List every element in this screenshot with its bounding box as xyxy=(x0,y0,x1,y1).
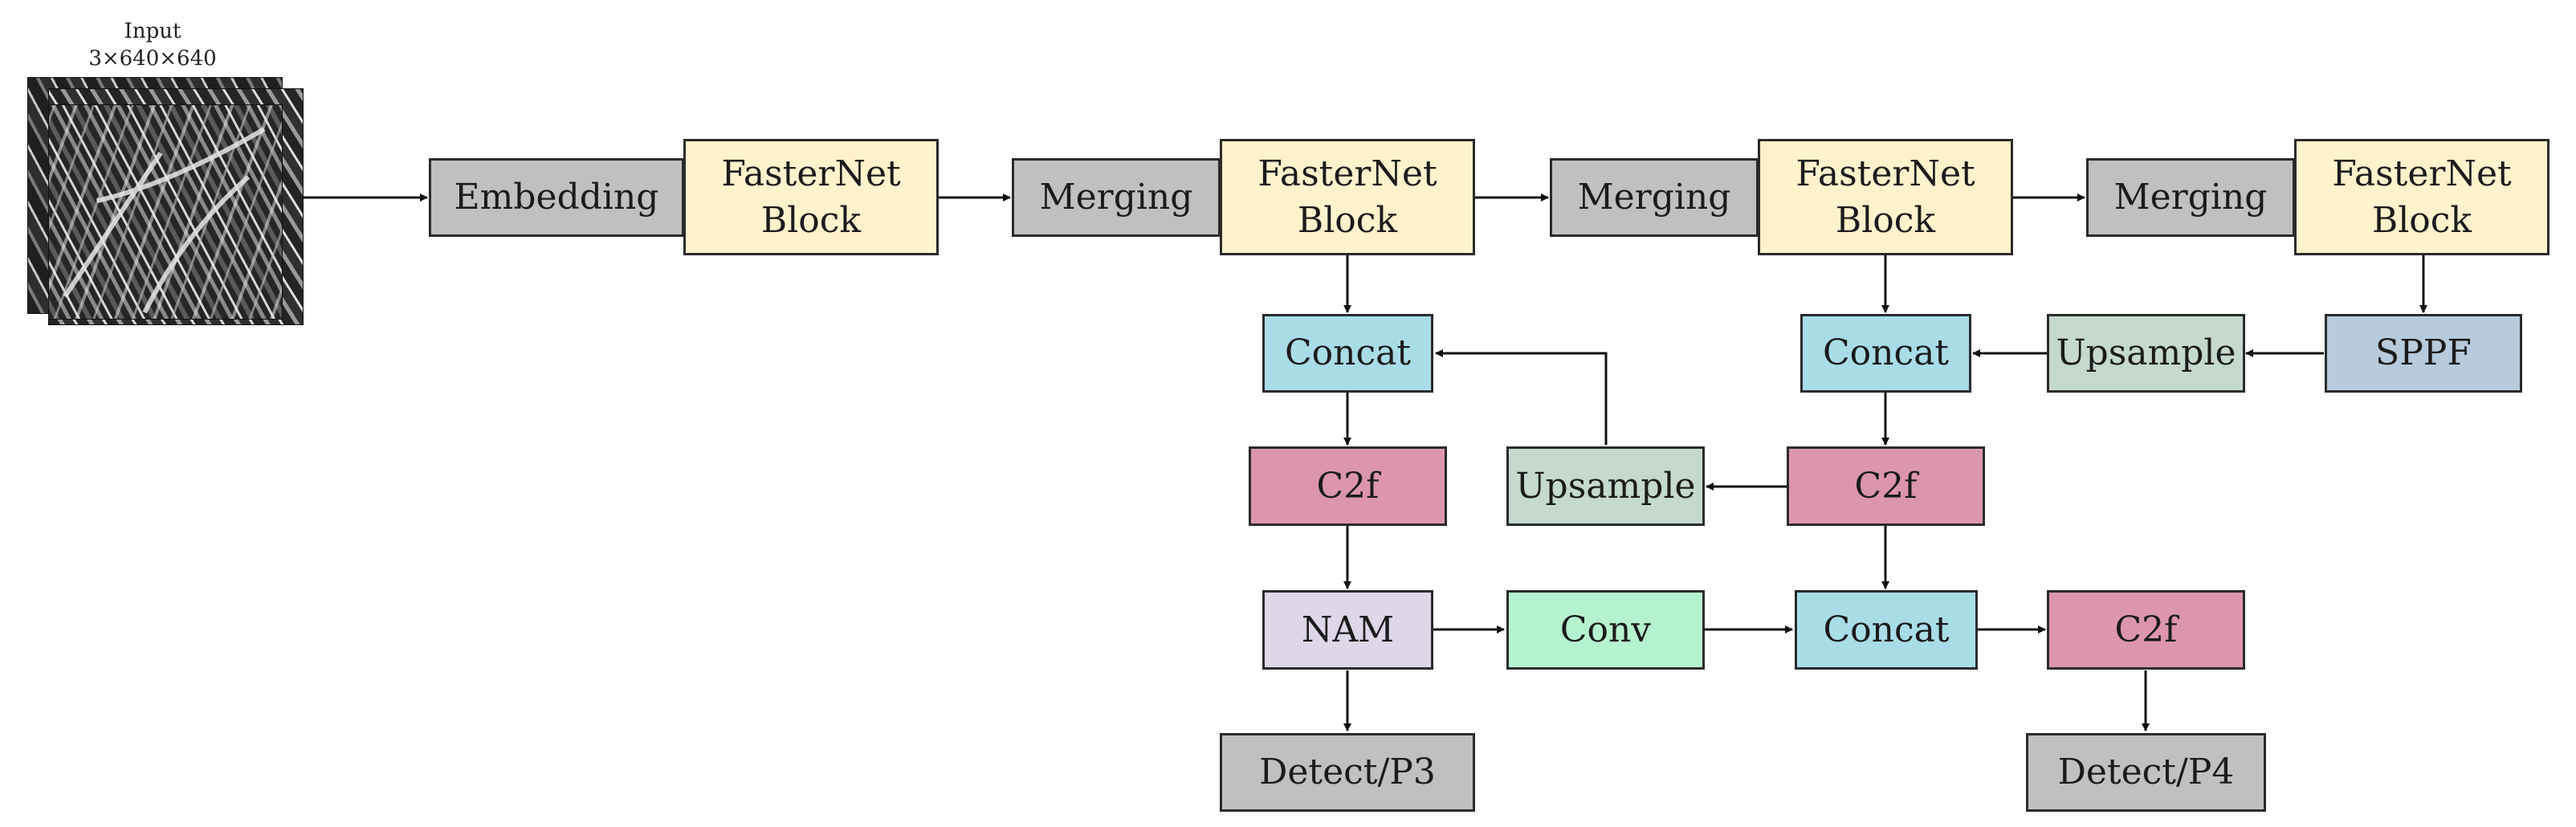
concat-node-1: Concat xyxy=(1262,314,1433,393)
fasternet-block-3: FasterNet Block xyxy=(1758,139,2013,255)
merging-node-2: Merging xyxy=(1550,158,1759,237)
concat-2-label: Concat xyxy=(1822,332,1950,374)
c2f-node-1: C2f xyxy=(1249,446,1447,526)
sppf-node: SPPF xyxy=(2325,314,2522,393)
fasternet-block-2: FasterNet Block xyxy=(1220,139,1475,255)
input-size-text: 3×640×640 xyxy=(88,47,217,71)
sppf-label: SPPF xyxy=(2375,332,2472,374)
arrow-upsample2-concat1 xyxy=(1435,349,1608,445)
embedding-label: Embedding xyxy=(454,177,659,218)
conv-node: Conv xyxy=(1506,590,1705,670)
fasternet-block-2-label: FasterNet Block xyxy=(1257,153,1437,241)
nam-node: NAM xyxy=(1262,590,1433,670)
concat-3-label: Concat xyxy=(1823,609,1950,650)
upsample-node-2: Upsample xyxy=(1506,446,1705,526)
fasternet-block-4-label: FasterNet Block xyxy=(2332,153,2512,241)
input-label: Input 3×640×640 xyxy=(80,18,225,72)
fasternet-block-3-label: FasterNet Block xyxy=(1795,153,1975,241)
c2f-node-3: C2f xyxy=(2047,590,2245,670)
c2f-1-label: C2f xyxy=(1316,465,1380,507)
upsample-1-label: Upsample xyxy=(2056,332,2236,374)
fasternet-block-1: FasterNet Block xyxy=(683,139,939,255)
detect-p3-node: Detect/P3 xyxy=(1220,733,1475,812)
fasternet-block-4: FasterNet Block xyxy=(2294,139,2550,255)
embedding-node: Embedding xyxy=(429,158,684,237)
fasternet-block-1-label: FasterNet Block xyxy=(721,153,901,241)
merging-2-label: Merging xyxy=(1577,177,1731,218)
upsample-node-1: Upsample xyxy=(2047,314,2245,393)
concat-1-label: Concat xyxy=(1284,332,1412,374)
merging-node-1: Merging xyxy=(1012,158,1221,237)
concat-node-2: Concat xyxy=(1800,314,1971,393)
detect-p4-label: Detect/P4 xyxy=(2057,752,2235,793)
conv-label: Conv xyxy=(1559,609,1652,650)
merging-3-label: Merging xyxy=(2113,177,2268,218)
c2f-3-label: C2f xyxy=(2114,609,2178,650)
nam-label: NAM xyxy=(1301,609,1395,650)
merging-node-3: Merging xyxy=(2086,158,2295,237)
concat-node-3: Concat xyxy=(1795,590,1978,670)
detect-p4-node: Detect/P4 xyxy=(2026,733,2266,812)
c2f-node-2: C2f xyxy=(1787,446,1985,526)
input-image-front xyxy=(48,104,283,320)
c2f-2-label: C2f xyxy=(1854,465,1918,507)
merging-1-label: Merging xyxy=(1039,177,1193,218)
upsample-2-label: Upsample xyxy=(1515,465,1696,507)
detect-p3-label: Detect/P3 xyxy=(1259,752,1436,793)
input-label-text: Input xyxy=(124,19,181,43)
